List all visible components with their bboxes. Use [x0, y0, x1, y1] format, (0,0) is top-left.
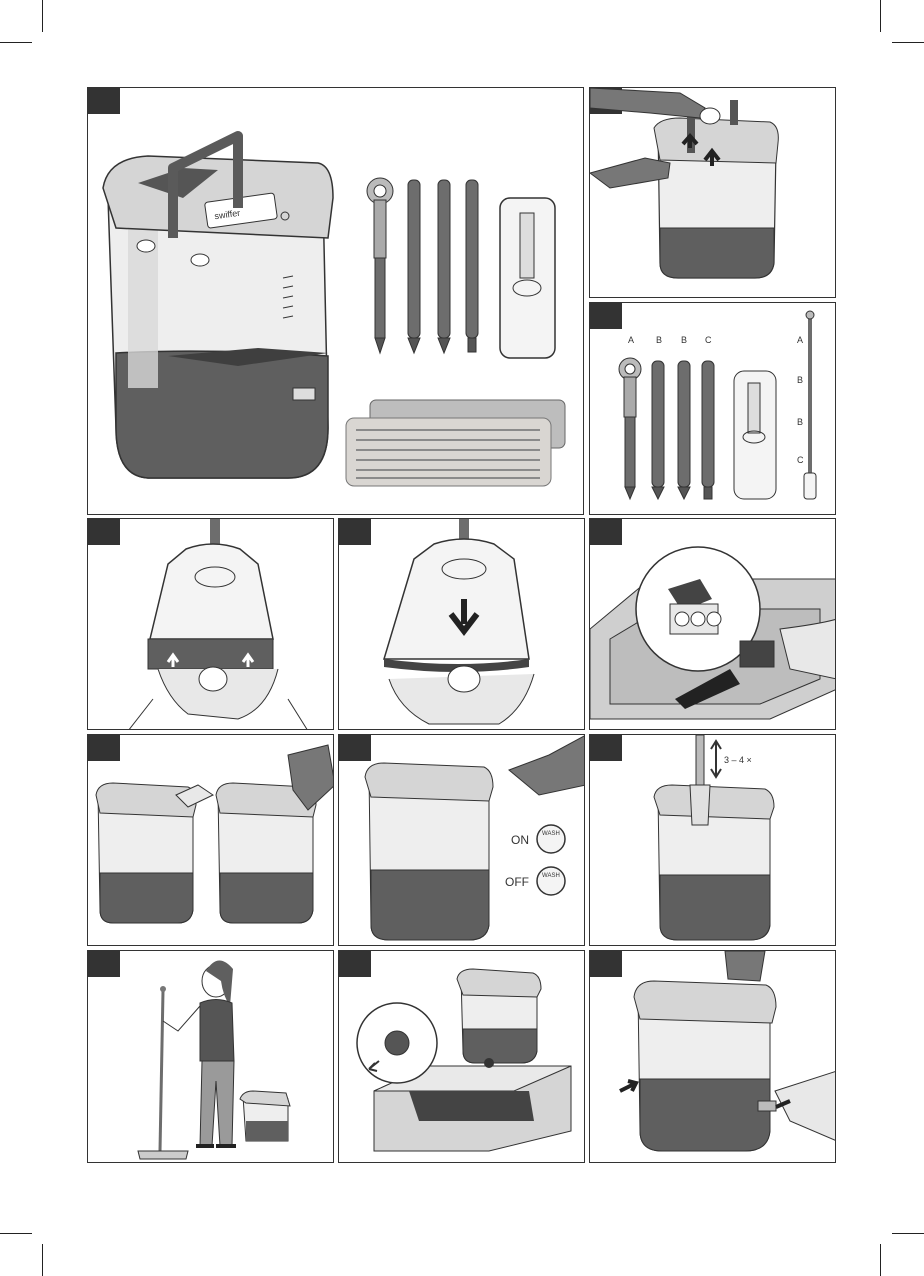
pole-label: B [656, 335, 662, 345]
off-label: OFF [505, 875, 529, 889]
figure-7-panel [87, 734, 334, 946]
figure-10-panel [87, 950, 334, 1163]
figure-1-panel: swiffer [87, 87, 584, 515]
pole-label: B [681, 335, 687, 345]
wash-label: WASH [542, 831, 560, 837]
figure-8-panel: WASH WASH ON OFF [338, 734, 585, 946]
repeat-label: 3 – 4 × [724, 755, 752, 765]
assembled-label: B [797, 375, 803, 385]
assembled-label: C [797, 455, 804, 465]
wash-label: WASH [542, 873, 560, 879]
crop-mark [0, 1233, 32, 1234]
figure-5-panel [338, 518, 585, 730]
assembled-label: B [797, 417, 803, 427]
figure-11-panel [338, 950, 585, 1163]
crop-mark [42, 0, 43, 32]
crop-mark [892, 1233, 924, 1234]
crop-mark [892, 42, 924, 43]
figure-2-panel [589, 87, 836, 298]
crop-mark [42, 1244, 43, 1276]
crop-mark [0, 42, 32, 43]
figure-6-panel [589, 518, 836, 730]
crop-mark [880, 0, 881, 32]
figure-3-panel: A B B C A B B C [589, 302, 836, 515]
figure-4-panel [87, 518, 334, 730]
assembled-label: A [797, 335, 803, 345]
figure-9-panel: 3 – 4 × [589, 734, 836, 946]
on-label: ON [511, 833, 529, 847]
figure-12-panel [589, 950, 836, 1163]
pole-label: C [705, 335, 712, 345]
crop-mark [880, 1244, 881, 1276]
pole-label: A [628, 335, 634, 345]
